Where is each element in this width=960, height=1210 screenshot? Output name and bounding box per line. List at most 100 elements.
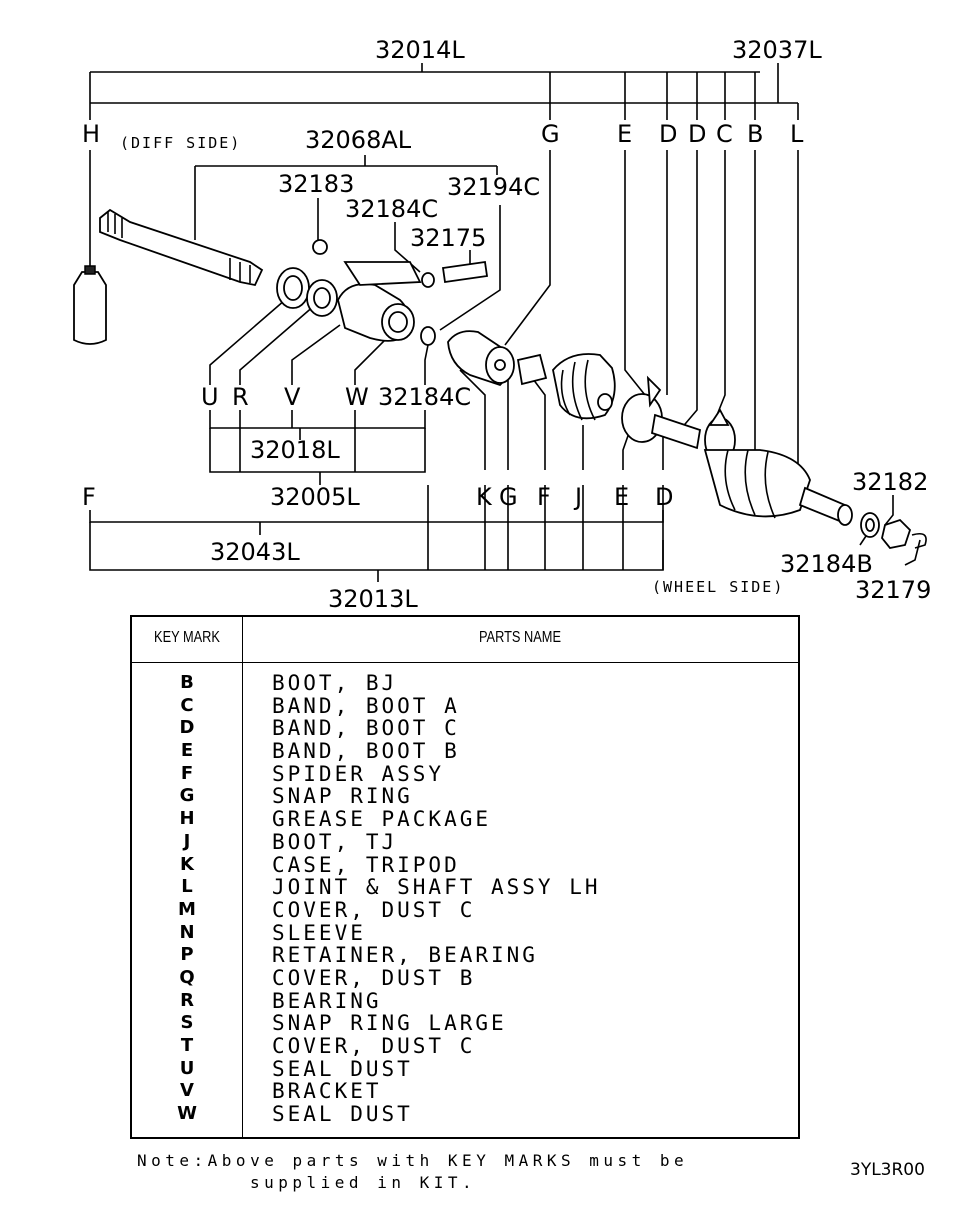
key-mark: H: [179, 808, 195, 830]
part-name: SNAP RING LARGE: [272, 1011, 507, 1036]
part-name: BOOT, TJ: [272, 829, 398, 854]
leader-lines: [89, 63, 921, 582]
table-row: D BAND, BOOT C: [132, 717, 798, 740]
part-name: CASE, TRIPOD: [272, 852, 460, 877]
key-mark: K: [180, 853, 194, 875]
label-H: H: [82, 120, 100, 148]
key-mark: S: [180, 1012, 194, 1034]
label-32037L: 32037L: [732, 36, 822, 64]
label-L-top: L: [790, 120, 804, 148]
part-name: BRACKET: [272, 1079, 382, 1104]
label-F-bottom: F: [537, 483, 551, 511]
part-name: BEARING: [272, 988, 382, 1013]
label-diff-side: (DIFF SIDE): [120, 134, 241, 152]
part-name: COVER, DUST C: [272, 897, 476, 922]
part-name: GREASE PACKAGE: [272, 807, 492, 832]
label-32013L: 32013L: [328, 585, 418, 613]
label-32184C-mid: 32184C: [378, 383, 471, 411]
label-R: R: [232, 383, 249, 411]
label-B-top: B: [747, 120, 763, 148]
table-row: F SPIDER ASSY: [132, 763, 798, 786]
label-32179: 32179: [855, 576, 931, 604]
key-mark: U: [179, 1057, 195, 1079]
key-mark: T: [180, 1035, 194, 1056]
table-row: W SEAL DUST: [132, 1103, 798, 1126]
key-mark: W: [177, 1103, 197, 1125]
table-row: S SNAP RING LARGE: [132, 1012, 798, 1035]
table-row: M COVER, DUST C: [132, 899, 798, 922]
bracket-housing: [312, 239, 489, 346]
key-mark: D: [179, 717, 195, 739]
diagram-code: 3YL3R00: [850, 1160, 925, 1180]
table-row: V BRACKET: [132, 1080, 798, 1103]
exploded-parts-diagram: 32014L 32037L H G E D D C B L (DIFF SIDE…: [73, 36, 931, 613]
table-row: L JOINT & SHAFT ASSY LH: [132, 876, 798, 899]
kit-note: Note:Above parts with KEY MARKS must be …: [137, 1150, 817, 1194]
part-name: BAND, BOOT A: [272, 693, 460, 718]
label-K: K: [476, 483, 493, 511]
label-D-top-2: D: [688, 120, 706, 148]
label-G-bottom: G: [499, 483, 518, 511]
label-E-top: E: [617, 120, 632, 148]
part-name: BAND, BOOT B: [272, 739, 460, 764]
label-W: W: [345, 383, 369, 411]
key-mark: V: [180, 1080, 194, 1102]
label-V: V: [284, 383, 301, 411]
tripod-case: [447, 330, 548, 387]
table-row: R BEARING: [132, 990, 798, 1013]
part-name: SEAL DUST: [272, 1102, 413, 1127]
label-U: U: [201, 383, 219, 411]
diagram-labels: 32014L 32037L H G E D D C B L (DIFF SIDE…: [82, 36, 931, 613]
table-row: N SLEEVE: [132, 922, 798, 945]
key-mark: N: [179, 921, 195, 943]
key-mark: G: [179, 785, 195, 807]
label-G-top: G: [541, 120, 560, 148]
label-E-bottom: E: [614, 483, 629, 511]
key-mark: M: [178, 898, 196, 920]
washer-nut-pin: [860, 512, 927, 549]
note-line-2: supplied in KIT.: [250, 1173, 477, 1192]
inner-shaft: [99, 208, 264, 287]
key-mark: Q: [179, 966, 195, 988]
key-mark: C: [180, 694, 194, 716]
part-name: JOINT & SHAFT ASSY LH: [272, 875, 601, 900]
header-divider: [132, 662, 798, 663]
label-32183: 32183: [278, 170, 354, 198]
boot-bj: [703, 449, 853, 526]
grease-package: [73, 265, 107, 345]
part-name: SPIDER ASSY: [272, 761, 445, 786]
key-mark: F: [180, 762, 194, 784]
label-32043L: 32043L: [210, 538, 300, 566]
table-row: T COVER, DUST C: [132, 1035, 798, 1058]
key-mark: L: [181, 876, 193, 898]
table-row: H GREASE PACKAGE: [132, 808, 798, 831]
label-32018L: 32018L: [250, 436, 340, 464]
label-32184B: 32184B: [780, 550, 873, 578]
part-name: BAND, BOOT C: [272, 716, 460, 741]
key-mark: P: [180, 944, 194, 966]
label-D-top-1: D: [659, 120, 677, 148]
part-name: BOOT, BJ: [272, 671, 398, 695]
part-name: SLEEVE: [272, 920, 366, 945]
part-name: COVER, DUST C: [272, 1034, 476, 1058]
label-D-bottom: D: [655, 483, 673, 511]
note-line-1: Note:Above parts with KEY MARKS must be: [137, 1151, 689, 1170]
table-row: C BAND, BOOT A: [132, 695, 798, 718]
key-mark: R: [180, 989, 194, 1011]
label-32005L: 32005L: [270, 483, 360, 511]
part-name: SNAP RING: [272, 784, 413, 809]
label-32175: 32175: [410, 224, 486, 252]
boot-tj: [552, 353, 616, 421]
label-F-left: F: [82, 483, 96, 511]
seal-and-bearing: [276, 267, 338, 317]
label-32184C-top: 32184C: [345, 195, 438, 223]
label-32068AL: 32068AL: [305, 126, 412, 154]
table-row: E BAND, BOOT B: [132, 740, 798, 763]
label-32194C: 32194C: [447, 173, 540, 201]
key-mark: E: [180, 740, 194, 762]
